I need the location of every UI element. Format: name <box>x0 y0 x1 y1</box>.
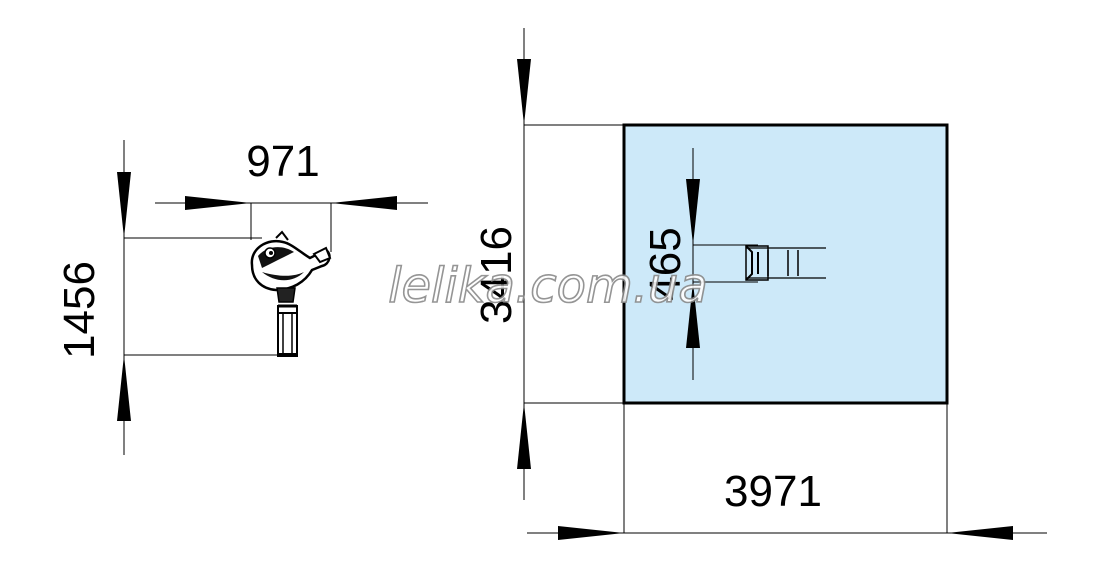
equipment-plan-icon <box>745 245 826 281</box>
arrow-3416-top <box>517 59 531 125</box>
dimension-label-465: 465 <box>641 227 690 300</box>
arrow-971-right <box>331 196 397 210</box>
spring-rider-icon <box>250 230 332 357</box>
arrow-3971-right <box>947 526 1013 540</box>
arrow-1456-bottom <box>117 355 131 421</box>
dimension-label-3971: 3971 <box>724 467 822 516</box>
safety-area <box>622 123 949 405</box>
dimension-label-971: 971 <box>246 137 319 186</box>
right-view: 3416 3971 465 <box>472 28 1047 540</box>
left-view: 971 1456 <box>55 137 428 455</box>
dimension-label-3416: 3416 <box>472 226 521 324</box>
arrow-3416-bottom <box>517 403 531 469</box>
arrow-971-left <box>185 196 251 210</box>
arrow-465-bottom <box>686 282 700 348</box>
arrow-1456-top <box>117 172 131 238</box>
dimension-label-1456: 1456 <box>55 261 104 359</box>
arrow-465-top <box>686 179 700 245</box>
watermark-text: lelika.com.ua <box>388 258 708 314</box>
arrow-3971-left <box>558 526 624 540</box>
